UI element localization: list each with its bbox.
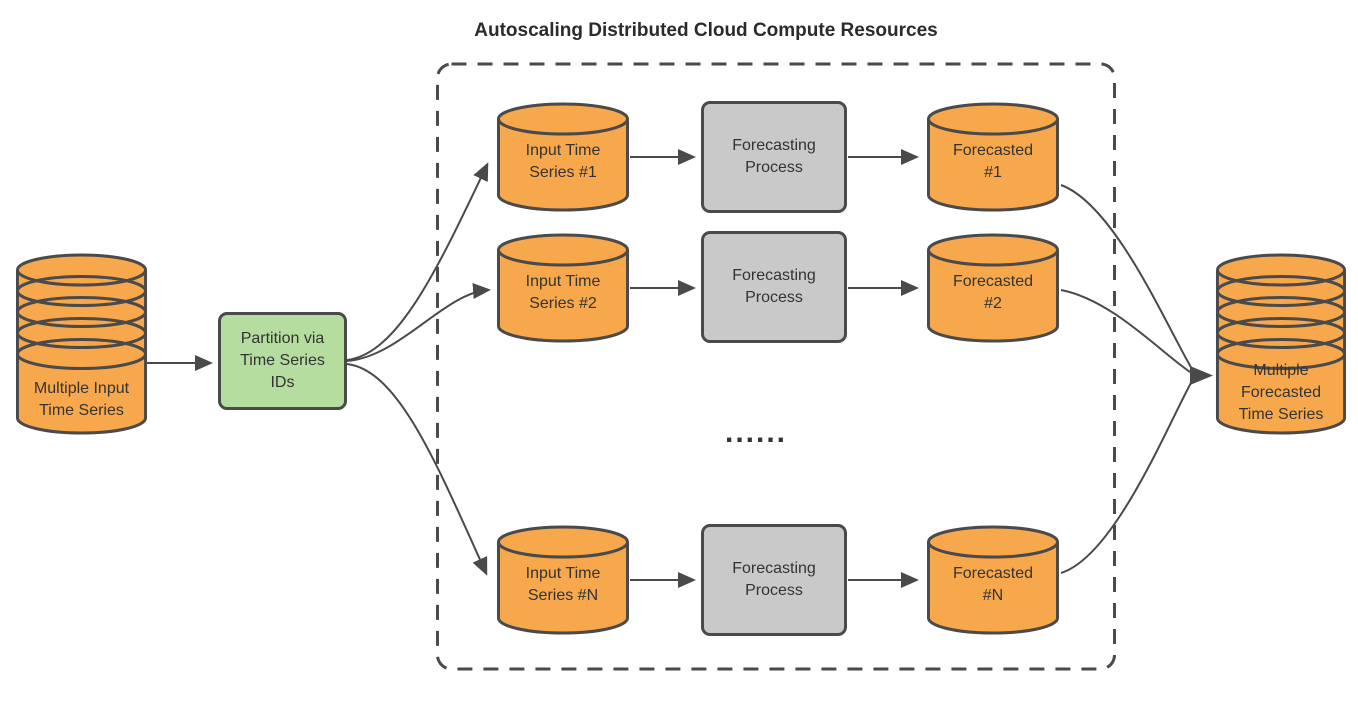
connector-partition-to-input-2 xyxy=(346,283,491,362)
database-icon xyxy=(496,525,630,635)
forecasted-2-cylinder: Forecasted #2 xyxy=(926,233,1060,343)
input-time-series-1-cylinder: Input Time Series #1 xyxy=(496,102,630,212)
connector-forecasted2-to-sink xyxy=(1060,289,1191,373)
database-icon xyxy=(926,102,1060,212)
input-time-series-2-cylinder: Input Time Series #2 xyxy=(496,233,630,343)
connector-forecasted1-to-sink xyxy=(1060,184,1193,370)
database-icon xyxy=(926,525,1060,635)
connector-forecastedn-to-sink xyxy=(1060,380,1193,574)
node-label: Forecasted #1 xyxy=(952,142,1034,181)
diagram-title: Autoscaling Distributed Cloud Compute Re… xyxy=(474,20,938,41)
sink-arrowhead-icon xyxy=(1190,366,1213,385)
multiple-input-time-series-cylinder: Multiple Input Time Series xyxy=(15,253,148,435)
forecasted-n-cylinder: Forecasted #N xyxy=(926,525,1060,635)
node-label: Partition via Time Series IDs xyxy=(240,330,325,391)
node-label: Forecasted #N xyxy=(952,565,1034,604)
input-time-series-n-cylinder: Input Time Series #N xyxy=(496,525,630,635)
multiple-forecasted-time-series-cylinder: Multiple Forecasted Time Series xyxy=(1215,253,1347,435)
node-label: Input Time Series #N xyxy=(525,565,601,604)
forecasting-process-n-box: Forecasting Process xyxy=(701,524,847,636)
node-label: Forecasting Process xyxy=(732,137,816,176)
partition-box: Partition via Time Series IDs xyxy=(218,312,347,410)
node-label: Forecasted #2 xyxy=(952,273,1034,312)
ellipsis-dots: ...... xyxy=(724,416,787,449)
forecasted-1-cylinder: Forecasted #1 xyxy=(926,102,1060,212)
connector-partition-to-input-1 xyxy=(346,162,489,361)
node-label: Multiple Forecasted Time Series xyxy=(1238,362,1324,423)
node-label: Forecasting Process xyxy=(732,267,816,306)
stacked-database-icon xyxy=(15,253,148,435)
database-icon xyxy=(496,102,630,212)
node-label: Forecasting Process xyxy=(732,560,816,599)
forecasting-process-2-box: Forecasting Process xyxy=(701,231,847,343)
autoscaling-cluster-border xyxy=(436,62,1116,671)
stacked-database-icon xyxy=(1215,253,1347,435)
database-icon xyxy=(926,233,1060,343)
node-label: Input Time Series #2 xyxy=(525,273,601,312)
node-label: Input Time Series #1 xyxy=(525,142,601,181)
database-icon xyxy=(496,233,630,343)
node-label: Multiple Input Time Series xyxy=(33,380,130,419)
forecasting-process-1-box: Forecasting Process xyxy=(701,101,847,213)
connector-partition-to-input-n xyxy=(346,363,488,576)
